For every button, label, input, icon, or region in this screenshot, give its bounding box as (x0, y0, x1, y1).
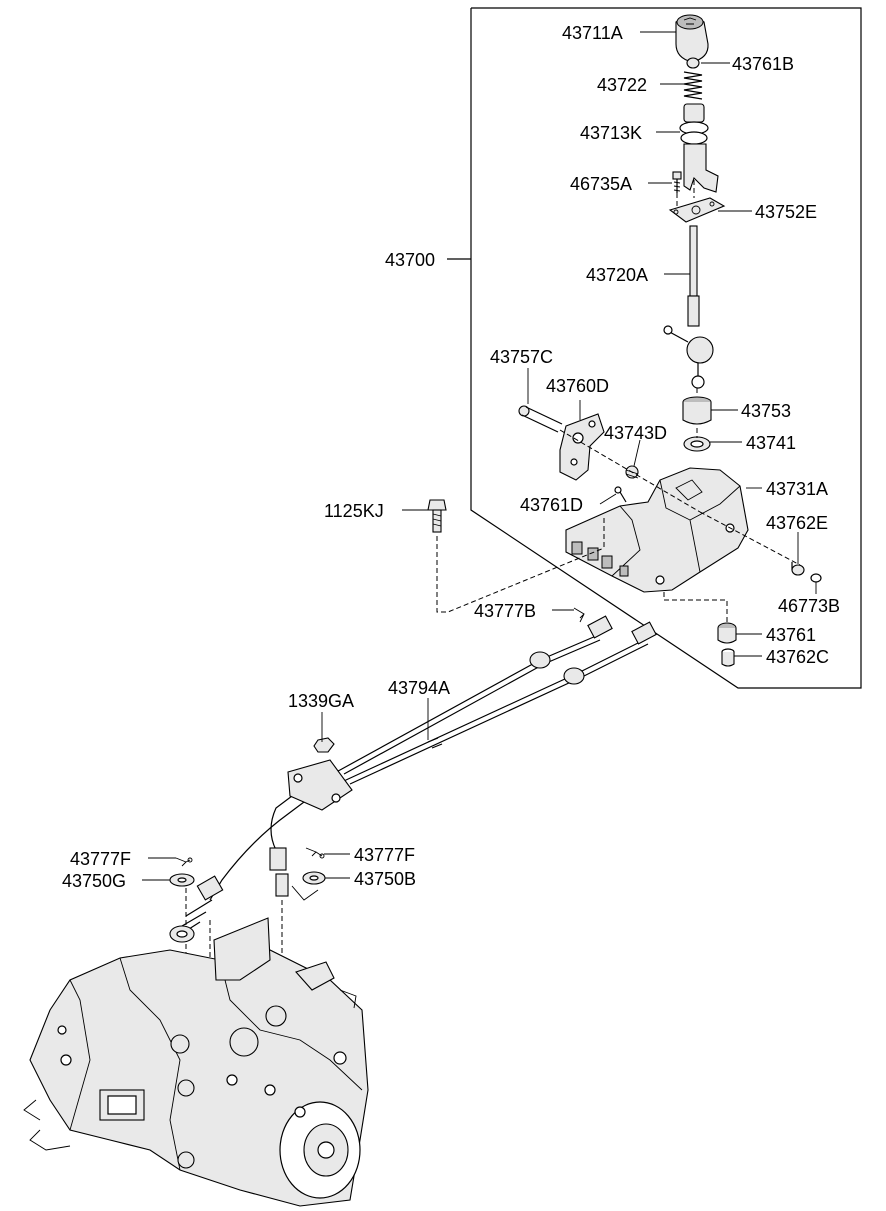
bushing-43762E (791, 562, 805, 576)
label-43741: 43741 (746, 433, 796, 453)
label-46773B: 46773B (778, 596, 840, 616)
shift-boot (679, 103, 719, 193)
cable-bushing-left (169, 925, 195, 943)
shift-cables (177, 615, 657, 937)
label-43731A: 43731A (766, 479, 828, 499)
label-43711A: 43711A (562, 23, 623, 43)
label-43760D: 43760D (546, 376, 609, 396)
bushing-43761B (686, 57, 700, 69)
label-1125KJ: 1125KJ (324, 501, 384, 521)
label-43777F-left: 43777F (70, 849, 131, 869)
pin-43761D (614, 486, 627, 503)
bushing-43753 (682, 396, 712, 425)
select-lever-43760D (559, 400, 605, 481)
label-43761D: 43761D (520, 495, 583, 515)
label-43753: 43753 (741, 401, 791, 421)
assembly-lines (185, 180, 801, 1030)
leader-lines (142, 31, 817, 901)
clip-43777F-right (305, 847, 325, 859)
label-43720A: 43720A (586, 265, 648, 285)
washer-43750B (302, 871, 326, 885)
label-43761: 43761 (766, 625, 816, 645)
transmission (23, 917, 369, 1207)
shift-knob (675, 14, 709, 63)
label-43743D: 43743D (604, 423, 667, 443)
label-43700: 43700 (385, 250, 435, 270)
shift-lever (663, 225, 714, 389)
clip-46773B (810, 573, 822, 583)
assembly-frame (447, 7, 862, 689)
label-46735A: 46735A (570, 174, 632, 194)
pin-43757C (518, 405, 563, 433)
bolt-46735A (672, 171, 682, 193)
label-1339GA: 1339GA (288, 691, 354, 711)
label-43757C: 43757C (490, 347, 553, 367)
nut-1339GA (313, 737, 335, 753)
label-43777B: 43777B (474, 601, 536, 621)
label-43722: 43722 (597, 75, 647, 95)
ring-43741 (683, 436, 711, 452)
clip-43777B (573, 607, 585, 623)
spring (683, 71, 703, 100)
part-labels: 43711A 43761B 43722 43713K 46735A 43752E… (62, 23, 840, 891)
bushing-43761 (717, 622, 737, 644)
label-43762E: 43762E (766, 513, 828, 533)
plate-43752E (668, 197, 726, 223)
sleeve-43762C (721, 648, 735, 667)
shifter-housing (565, 467, 749, 593)
label-43794A: 43794A (388, 678, 450, 698)
label-43761B: 43761B (732, 54, 794, 74)
label-43777F-right: 43777F (354, 845, 415, 865)
label-43750B: 43750B (354, 869, 416, 889)
washer-43750G (169, 873, 195, 887)
label-43750G: 43750G (62, 871, 126, 891)
label-43752E: 43752E (755, 202, 817, 222)
label-43713K: 43713K (580, 123, 642, 143)
clip-43777F-left (175, 857, 193, 867)
label-43762C: 43762C (766, 647, 829, 667)
bolt-1125KJ (427, 499, 447, 533)
